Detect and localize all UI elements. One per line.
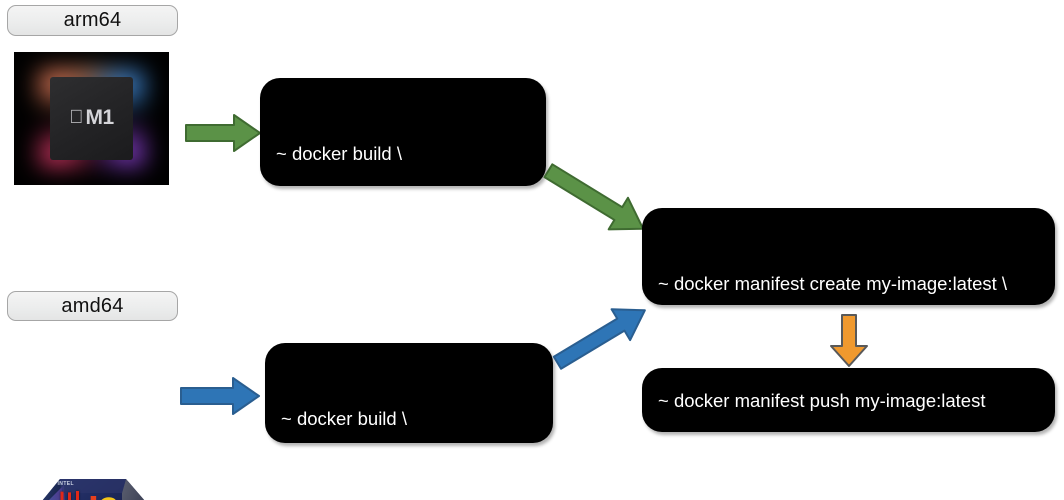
terminal-line: ~ docker manifest create my-image:latest…	[658, 273, 1008, 294]
terminal-line: ~ docker build \	[281, 408, 407, 429]
arrow-down-icon	[830, 314, 868, 367]
docker-build-amd64-terminal[interactable]: ~ docker build \ -t my-image:amd64 \ -f …	[265, 343, 553, 500]
arrow-build-amd64-to-manifest	[546, 300, 658, 372]
arrow-m1-to-build-arm64	[184, 112, 264, 154]
i9-box-shape	[42, 479, 145, 500]
terminal-line: ~ docker build \	[276, 143, 402, 164]
arrow-up-right-icon	[552, 308, 646, 370]
amd64-label-text: amd64	[61, 294, 124, 317]
arm64-label-pill: arm64	[7, 5, 178, 36]
arm64-label-text: arm64	[63, 9, 122, 31]
apple-m1-chip-image:  M1	[14, 52, 169, 185]
docker-manifest-create-terminal[interactable]: ~ docker manifest create my-image:latest…	[642, 208, 1055, 444]
arrow-build-arm64-to-manifest	[536, 163, 658, 238]
terminal-line: -t my-image:arm64 \	[318, 218, 484, 239]
terminal-line: ~ docker manifest push my-image:latest	[658, 389, 986, 411]
amd64-label-pill: amd64	[7, 291, 178, 321]
docker-manifest-push-terminal[interactable]: ~ docker manifest push my-image:latest	[642, 368, 1055, 432]
arrow-i9-to-build-amd64	[179, 375, 263, 417]
apple-logo-icon: 	[69, 108, 83, 127]
arrow-manifest-create-to-push	[826, 313, 872, 369]
docker-build-arm64-terminal[interactable]: ~ docker build \ -t my-image:arm64 \ -f …	[260, 78, 546, 389]
terminal-line: -t my-image:amd64 \	[323, 483, 493, 500]
arrow-down-right-icon	[543, 163, 645, 231]
arrow-right-icon	[185, 114, 261, 152]
i9-letter-i: i	[88, 490, 99, 500]
i9-digit-9: 9	[98, 490, 120, 500]
i9-model-text: i9	[88, 490, 120, 500]
m1-chip-die:  M1	[49, 77, 134, 160]
intel-core-i9-box-image: INTEL CORE i9 UNLOCKED	[18, 471, 170, 500]
core-text: CORE	[55, 489, 91, 500]
intel-brand-text: INTEL	[57, 480, 74, 487]
m1-chip-label: M1	[78, 106, 115, 130]
arrow-right-icon	[180, 377, 260, 415]
terminal-line: -f Dockerfile.arm64 \	[318, 293, 485, 314]
